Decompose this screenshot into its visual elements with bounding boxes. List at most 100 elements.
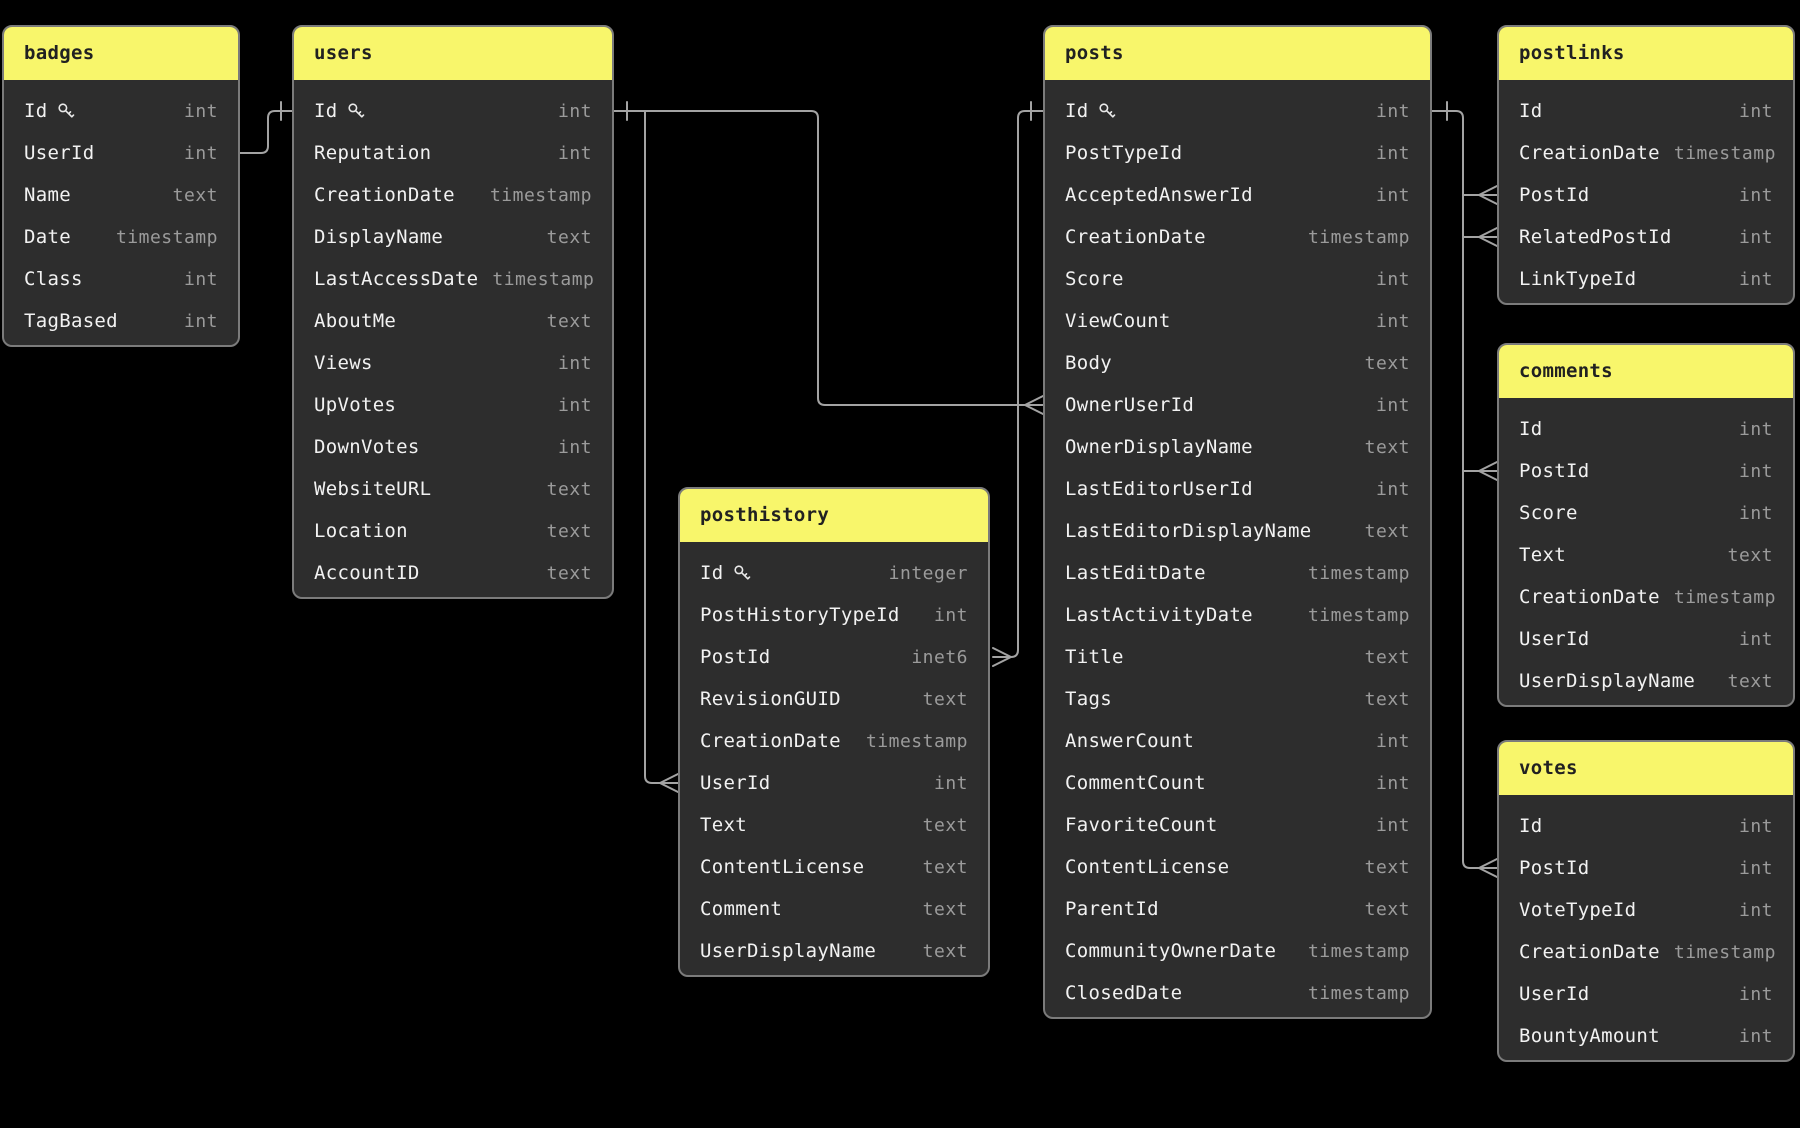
table-header[interactable]: postlinks [1499, 27, 1793, 80]
column-type: inet6 [911, 646, 968, 668]
table-header[interactable]: comments [1499, 345, 1793, 398]
relationship-posts.Id-postlinks.RelatedPostId[interactable] [1462, 227, 1498, 247]
table-header[interactable]: users [294, 27, 612, 80]
column-type: int [557, 100, 592, 122]
column-name: Score [1065, 268, 1124, 290]
relationship-badges.UserId-users.Id[interactable] [239, 101, 293, 154]
table-header[interactable]: votes [1499, 742, 1793, 795]
table-header[interactable]: badges [4, 27, 238, 80]
column-type: int [1375, 394, 1410, 416]
column-type: int [1738, 184, 1773, 206]
table-header[interactable]: posts [1045, 27, 1430, 80]
column-name: CommentCount [1065, 772, 1206, 794]
relationship-posts.Id-postlinks.PostId[interactable] [1462, 185, 1498, 205]
column-name: UserId [1519, 628, 1590, 650]
relationship-posts.Id-votes.PostId[interactable] [1431, 101, 1498, 878]
table-header[interactable]: posthistory [680, 489, 988, 542]
relationship-users.Id-posthistory.UserId[interactable] [644, 110, 679, 793]
relationship-posts.Id-posthistory.PostId[interactable] [992, 101, 1044, 667]
relationship-posts.Id-comments.PostId[interactable] [1462, 461, 1498, 481]
column-type: text [1364, 436, 1410, 458]
column-type: int [1738, 815, 1773, 837]
relationship-users.Id-posts.OwnerUserId[interactable] [613, 101, 1044, 415]
